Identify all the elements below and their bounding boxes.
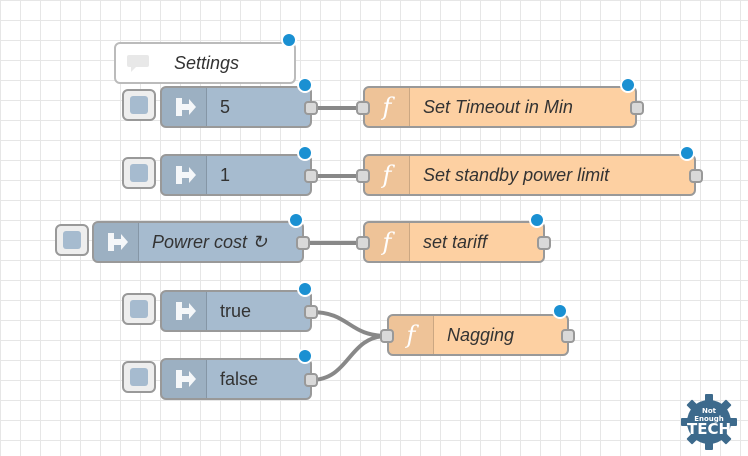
function-label-standby: Set standby power limit: [423, 164, 610, 185]
function-icon: f: [381, 94, 396, 120]
arrow-in-icon: [176, 98, 196, 116]
inject-label-true: true: [220, 300, 252, 321]
inject-button-standby[interactable]: [122, 157, 156, 189]
node-status-dot: [297, 348, 313, 364]
inject-label-cost: Powrer cost ↻: [152, 231, 268, 252]
input-port-nagging[interactable]: [380, 329, 394, 343]
node-status-dot: [620, 77, 636, 93]
input-port-timeout[interactable]: [356, 101, 370, 115]
inject-node-true[interactable]: true: [160, 290, 312, 332]
output-port-timeout-func[interactable]: [630, 101, 644, 115]
function-node-nagging[interactable]: f Nagging: [387, 314, 569, 356]
function-node-timeout[interactable]: f Set Timeout in Min: [363, 86, 637, 128]
inject-button-cost[interactable]: [55, 224, 89, 256]
inject-node-standby[interactable]: 1: [160, 154, 312, 196]
svg-text:f: f: [381, 162, 396, 188]
logo-text-tech: TECH: [686, 420, 732, 438]
output-port-standby-func[interactable]: [689, 169, 703, 183]
output-port-nagging[interactable]: [561, 329, 575, 343]
node-status-dot: [297, 77, 313, 93]
output-port-standby[interactable]: [304, 169, 318, 183]
inject-node-timeout[interactable]: 5: [160, 86, 312, 128]
output-port-timeout[interactable]: [304, 101, 318, 115]
inject-button-false[interactable]: [122, 361, 156, 393]
inject-node-cost[interactable]: Powrer cost ↻: [92, 221, 304, 263]
inject-node-false[interactable]: false: [160, 358, 312, 400]
svg-text:f: f: [381, 229, 396, 255]
repeat-icon: ↻: [252, 231, 268, 252]
function-label-tariff: set tariff: [423, 231, 488, 252]
node-status-dot: [552, 303, 568, 319]
arrow-in-icon: [176, 302, 196, 320]
wire-true[interactable]: [310, 310, 388, 338]
inject-button-timeout[interactable]: [122, 89, 156, 121]
comment-icon: [127, 55, 149, 72]
arrow-in-icon: [108, 233, 128, 251]
gear-icon: [681, 394, 737, 450]
output-port-tariff[interactable]: [537, 236, 551, 250]
arrow-in-icon: [176, 166, 196, 184]
function-icon: f: [381, 229, 396, 255]
function-label-nagging: Nagging: [447, 324, 515, 345]
input-port-standby[interactable]: [356, 169, 370, 183]
svg-text:f: f: [405, 322, 420, 348]
function-icon: f: [405, 322, 420, 348]
function-node-standby[interactable]: f Set standby power limit: [363, 154, 696, 196]
svg-text:f: f: [381, 94, 396, 120]
arrow-in-icon: [176, 370, 196, 388]
output-port-cost[interactable]: [296, 236, 310, 250]
input-port-tariff[interactable]: [356, 236, 370, 250]
output-port-true[interactable]: [304, 305, 318, 319]
inject-button-true[interactable]: [122, 293, 156, 325]
inject-label-false: false: [220, 368, 259, 389]
node-status-dot: [288, 212, 304, 228]
node-status-dot: [281, 32, 297, 48]
function-label-timeout: Set Timeout in Min: [423, 96, 573, 117]
comment-node-settings[interactable]: Settings: [114, 42, 296, 84]
inject-label-standby: 1: [220, 164, 231, 185]
inject-label-timeout: 5: [220, 96, 231, 117]
node-status-dot: [297, 281, 313, 297]
node-status-dot: [679, 145, 695, 161]
comment-icon-area: [116, 44, 160, 82]
comment-label: Settings: [174, 52, 240, 73]
output-port-false[interactable]: [304, 373, 318, 387]
function-node-tariff[interactable]: f set tariff: [363, 221, 545, 263]
node-status-dot: [529, 212, 545, 228]
wire-false[interactable]: [310, 334, 388, 382]
function-icon: f: [381, 162, 396, 188]
node-status-dot: [297, 145, 313, 161]
